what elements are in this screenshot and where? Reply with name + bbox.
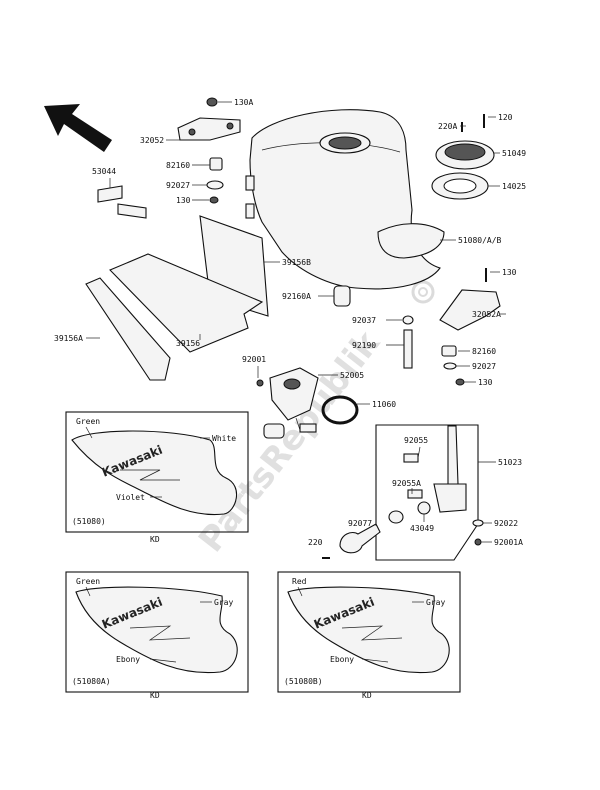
- damper-82160: [209, 157, 223, 171]
- bolt-92001A: [474, 538, 482, 546]
- hose-92190: [403, 329, 413, 369]
- bolt-92001: [256, 379, 264, 387]
- label-220A: 220A: [438, 122, 457, 131]
- leader-lines: [86, 101, 506, 543]
- gasket-14025: [431, 172, 489, 200]
- label-92027: 92027: [166, 181, 190, 190]
- variant-1-color-1: Green: [76, 417, 100, 426]
- label-92027-right: 92027: [472, 362, 496, 371]
- bolt-130-right: [455, 378, 465, 386]
- label-52005: 52005: [340, 371, 364, 380]
- label-39156A: 39156A: [54, 334, 83, 343]
- label-130-right-top: 130: [502, 268, 517, 277]
- label-14025: 14025: [502, 182, 526, 191]
- label-51023: 51023: [498, 458, 522, 467]
- variant-2-note: KD: [150, 691, 160, 700]
- bracket-32052A: [439, 268, 501, 331]
- label-92160A: 92160A: [282, 292, 311, 301]
- label-120: 120: [498, 113, 513, 122]
- variant-1-note: KD: [150, 535, 160, 544]
- fuel-pump-52005: [263, 367, 319, 439]
- label-92055: 92055: [404, 436, 428, 445]
- lever-92077: [339, 523, 381, 554]
- variant-3-note: KD: [362, 691, 372, 700]
- label-92077: 92077: [348, 519, 372, 528]
- gear-watermark-icon: [411, 280, 435, 304]
- label-92190: 92190: [352, 341, 376, 350]
- variant-3-color-2: Gray: [426, 598, 445, 607]
- label-130-right: 130: [478, 378, 493, 387]
- damper-82160-right: [441, 345, 457, 357]
- clip-92037: [402, 315, 414, 325]
- variant-3-code: (51080B): [284, 677, 323, 686]
- label-130A: 130A: [234, 98, 253, 107]
- label-92022: 92022: [494, 519, 518, 528]
- variant-2-color-1: Green: [76, 577, 100, 586]
- front-arrow-icon: [44, 104, 112, 152]
- damper-130A: [206, 97, 218, 107]
- label-92055A: 92055A: [392, 479, 421, 488]
- collar-92027: [206, 180, 224, 190]
- label-130: 130: [176, 196, 191, 205]
- label-51080: 51080/A/B: [458, 236, 502, 245]
- damper-92160A: [333, 285, 351, 307]
- variant-3-color-3: Ebony: [330, 655, 354, 664]
- pad-53044: [97, 185, 147, 219]
- label-92001: 92001: [242, 355, 266, 364]
- cap-51049: [435, 140, 495, 170]
- washer-92022: [472, 519, 484, 527]
- label-39156: 39156: [176, 339, 200, 348]
- label-39156B: 39156B: [282, 258, 311, 267]
- label-82160-right: 82160: [472, 347, 496, 356]
- fuel-cock-box: [375, 424, 479, 561]
- variant-51080B: Kawasaki Red Gray Ebony (51080B) KD: [277, 571, 461, 700]
- label-11060: 11060: [372, 400, 396, 409]
- label-32052: 32052: [140, 136, 164, 145]
- label-92037: 92037: [352, 316, 376, 325]
- variant-1-code: (51080): [72, 517, 106, 526]
- plate-39156: [109, 253, 264, 353]
- variant-51080A: Kawasaki Green Gray Ebony (51080A) KD: [65, 571, 249, 700]
- label-82160: 82160: [166, 161, 190, 170]
- variant-1-color-3: Violet: [116, 493, 145, 502]
- collar-92027-right: [443, 362, 457, 370]
- bolt-130: [209, 196, 219, 204]
- gasket-11060: [321, 395, 359, 425]
- variant-51080: Kawasaki Green White Violet (51080) KD: [65, 411, 249, 544]
- label-32052A: 32052A: [472, 310, 501, 319]
- plate-39156A: [85, 277, 171, 381]
- variant-2-color-2: Gray: [214, 598, 233, 607]
- part-labels: 130A 32052 82160 92027 130 220A 120 5104…: [54, 98, 526, 547]
- variant-2-color-3: Ebony: [116, 655, 140, 664]
- variant-2-code: (51080A): [72, 677, 111, 686]
- fuel-tank: [245, 109, 445, 290]
- variant-3-color-1: Red: [292, 577, 307, 586]
- bracket-32052: [177, 117, 241, 141]
- label-43049: 43049: [410, 524, 434, 533]
- label-92001A: 92001A: [494, 538, 523, 547]
- label-51049: 51049: [502, 149, 526, 158]
- label-220: 220: [308, 538, 323, 547]
- variant-1-color-2: White: [212, 434, 236, 443]
- label-53044: 53044: [92, 167, 116, 176]
